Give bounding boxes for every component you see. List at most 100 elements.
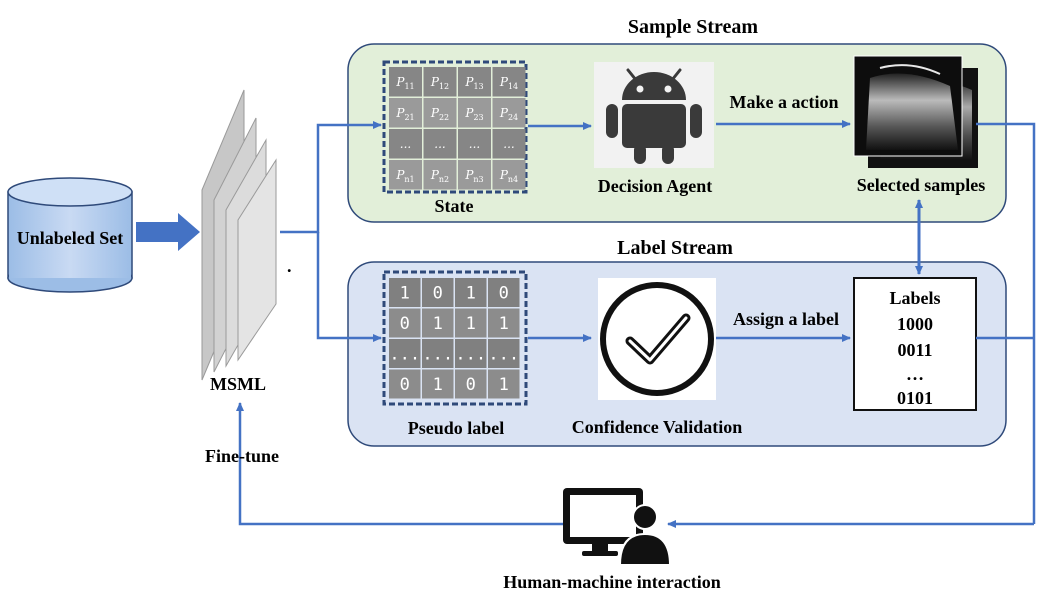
labels-box-line: 0011	[897, 340, 932, 360]
pseudo-label-cell-text: ...	[488, 345, 519, 365]
labels-box-line: …	[906, 364, 924, 384]
pseudo-label-cell	[389, 278, 421, 307]
pseudo-label-cell	[389, 308, 421, 338]
state-cell-text: P11	[395, 75, 414, 91]
confidence-validation-label: Confidence Validation	[572, 417, 743, 437]
pseudo-label-cell-text: ...	[389, 345, 420, 365]
pseudo-label-cell-text: 1	[466, 284, 476, 304]
pseudo-label-cell-text: 0	[433, 284, 443, 304]
state-cell-text: Pn3	[464, 168, 483, 184]
labels-box-line: 1000	[897, 314, 933, 334]
selected-samples-label: Selected samples	[857, 175, 985, 195]
pseudo-label-cell-text: ...	[422, 345, 453, 365]
pseudo-label-cell	[455, 369, 487, 399]
state-cell	[423, 98, 457, 128]
state-cell-text: P12	[430, 75, 449, 91]
state-cell	[423, 160, 457, 190]
state-cell-text: Pn2	[430, 168, 449, 184]
database-cylinder-icon	[7, 177, 133, 293]
labels-box-title: Labels	[889, 288, 940, 308]
state-cell	[458, 98, 491, 128]
pseudo-label-cell	[488, 339, 520, 368]
pseudo-label-cell	[488, 278, 520, 307]
state-cell	[492, 160, 526, 190]
assign-label-label: Assign a label	[733, 309, 839, 329]
pseudo-label-cell-text: ...	[455, 345, 486, 365]
state-cell	[492, 98, 526, 128]
state-cell-text: ...	[503, 137, 514, 151]
pseudo-label-cell-text: 1	[499, 314, 509, 334]
fine-tune-label: Fine-tune	[205, 446, 279, 466]
human-machine-label: Human-machine interaction	[503, 572, 721, 592]
state-label: State	[435, 196, 474, 216]
state-cell-text: Pn1	[395, 168, 414, 184]
state-cell-text: P21	[395, 106, 414, 122]
state-cell-text: P14	[499, 75, 518, 91]
feedback-line-samples	[976, 122, 1036, 524]
state-cell-text: Pn4	[499, 168, 518, 184]
state-cell-text: P13	[464, 75, 483, 91]
state-cell	[458, 129, 491, 159]
state-cell	[458, 67, 491, 97]
pseudo-label-cell	[455, 278, 487, 307]
unlabeled-set-label: Unlabeled Set	[17, 228, 124, 248]
decision-agent-label: Decision Agent	[598, 176, 713, 196]
state-cell	[423, 67, 457, 97]
pseudo-label-cell	[422, 308, 454, 338]
msml-network-icon	[201, 89, 277, 381]
state-cell-text: ...	[400, 137, 411, 151]
arrow-fine-tune	[236, 402, 563, 526]
pseudo-label-label: Pseudo label	[408, 418, 505, 438]
pseudo-label-cell-text: 0	[499, 284, 509, 304]
state-cell-text: P24	[499, 106, 518, 122]
state-cell	[492, 129, 526, 159]
state-cell	[458, 160, 491, 190]
pseudo-label-cell	[488, 369, 520, 399]
state-cell	[389, 160, 422, 190]
pseudo-label-cell	[488, 308, 520, 338]
state-cell	[492, 67, 526, 97]
android-robot-icon	[606, 68, 702, 164]
split-connector	[280, 121, 382, 234]
pseudo-label-frame	[382, 270, 528, 406]
state-cell	[389, 67, 422, 97]
sample-stream-title: Sample Stream	[628, 16, 759, 38]
state-cell	[389, 98, 422, 128]
pseudo-label-cell	[389, 369, 421, 399]
split-connector-lower	[316, 232, 382, 342]
pseudo-label-cell	[455, 308, 487, 338]
pseudo-label-cell	[422, 278, 454, 307]
pseudo-label-cell	[422, 369, 454, 399]
computer-user-icon	[563, 488, 672, 566]
input-arrow	[136, 213, 200, 251]
ultrasound-images-icon	[853, 55, 978, 168]
pseudo-label-cell-text: 0	[400, 375, 410, 395]
state-matrix-frame	[382, 60, 528, 194]
state-cell	[389, 129, 422, 159]
msml-dot: .	[287, 256, 292, 276]
pseudo-label-cell-text: 0	[466, 375, 476, 395]
state-cell-text: ...	[469, 137, 480, 151]
pseudo-label-cell-text: 1	[400, 284, 410, 304]
msml-label: MSML	[210, 374, 266, 394]
pseudo-label-cell-text: 1	[433, 375, 443, 395]
checkmark-circle-icon	[600, 282, 714, 396]
make-action-label: Make a action	[730, 92, 839, 112]
pseudo-label-cell-text: 1	[433, 314, 443, 334]
pseudo-label-cell	[422, 339, 454, 368]
label-stream-title: Label Stream	[617, 237, 733, 259]
pseudo-label-cell-text: 0	[400, 314, 410, 334]
pseudo-label-cell-text: 1	[466, 314, 476, 334]
labels-box-line: 0101	[897, 388, 933, 408]
state-cell-text: P22	[430, 106, 449, 122]
state-cell-text: P23	[464, 106, 483, 122]
pseudo-label-cell	[455, 339, 487, 368]
pseudo-label-cell	[389, 339, 421, 368]
labels-box	[853, 277, 977, 411]
state-cell-text: ...	[434, 137, 445, 151]
state-cell	[423, 129, 457, 159]
